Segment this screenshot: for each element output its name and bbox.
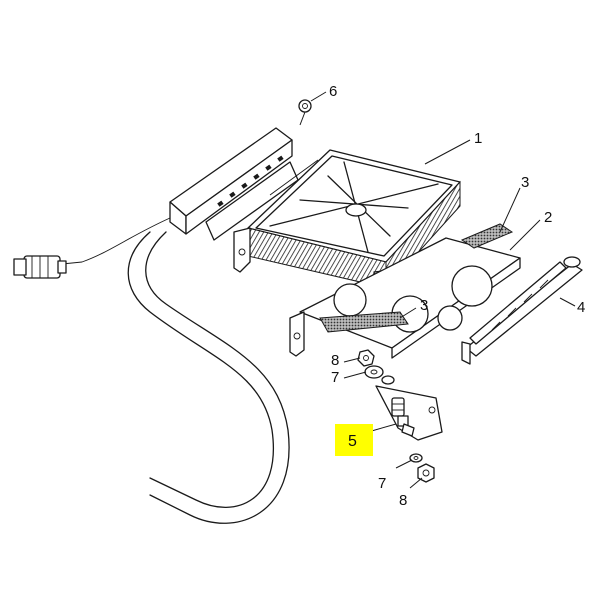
strap-4 — [461, 256, 583, 365]
callout-8-upper: 8 — [331, 352, 339, 369]
nut-8-lower — [417, 463, 435, 483]
washer-7-lower — [409, 453, 423, 463]
callout-4: 4 — [577, 299, 585, 316]
pad-3-top — [460, 223, 514, 249]
callout-5: 5 — [348, 433, 357, 450]
callout-6: 6 — [329, 83, 337, 100]
ecu-box — [233, 149, 461, 299]
callout-8-lower: 8 — [399, 492, 407, 509]
callout-2: 2 — [544, 209, 552, 226]
callout-7-lower: 7 — [378, 475, 386, 492]
callout-1: 1 — [474, 130, 482, 147]
highlight-box — [335, 424, 373, 456]
harness-connector — [169, 127, 319, 241]
stud-5 — [391, 397, 415, 437]
screw-6 — [298, 91, 327, 126]
washer-7-upper — [364, 365, 395, 385]
callout-7-upper: 7 — [331, 369, 339, 386]
pad-3-mid — [319, 311, 409, 333]
callout-3-top: 3 — [521, 174, 529, 191]
leader-lines — [343, 139, 576, 489]
callout-3-mid: 3 — [420, 297, 428, 314]
nut-8-upper — [357, 349, 375, 367]
connector-plug — [13, 255, 67, 279]
wiring-harness — [61, 217, 290, 524]
